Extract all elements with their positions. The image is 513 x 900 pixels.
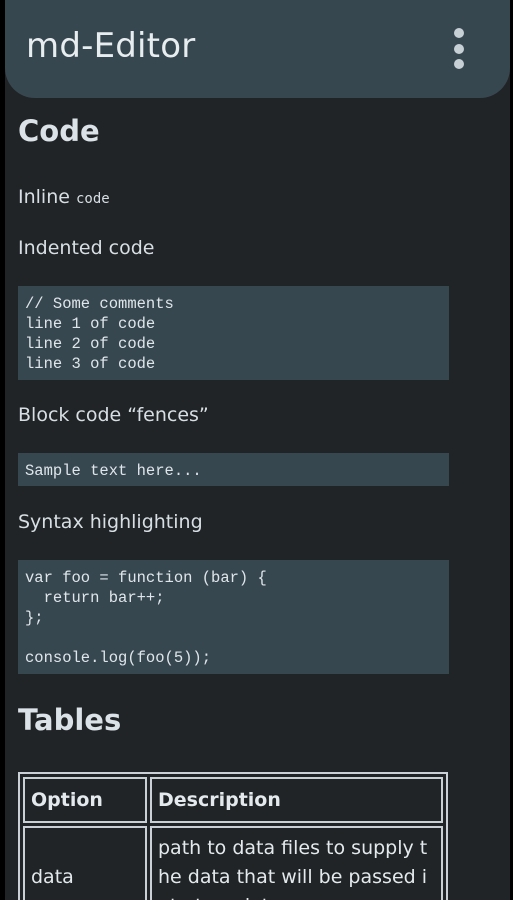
fences-label: Block code “fences” <box>18 404 209 426</box>
syntax-label: Syntax highlighting <box>18 511 203 533</box>
heading-code: Code <box>18 114 100 148</box>
table-cell-option: data <box>23 826 147 900</box>
table-header-description: Description <box>150 777 443 823</box>
table-header-option: Option <box>23 777 147 823</box>
table-row: data path to data files to supply the da… <box>23 826 443 900</box>
editor-screen: md-Editor Code Inline code Indented code… <box>5 0 510 900</box>
app-title: md-Editor <box>26 26 196 66</box>
fenced-code-block: Sample text here... <box>18 453 449 486</box>
app-bar: md-Editor <box>5 0 510 98</box>
options-table: Option Description data path to data fil… <box>18 772 448 900</box>
table-header-row: Option Description <box>23 777 443 823</box>
indented-code-label: Indented code <box>18 237 155 259</box>
more-vert-icon[interactable] <box>445 28 473 72</box>
inline-code-span: code <box>75 191 110 207</box>
heading-tables: Tables <box>18 703 122 737</box>
inline-label: Inline <box>18 186 70 208</box>
indented-code-block: // Some comments line 1 of code line 2 o… <box>18 286 449 380</box>
table-cell-description: path to data files to supply the data th… <box>150 826 443 900</box>
inline-code-paragraph: Inline code <box>18 186 110 208</box>
syntax-code-block: var foo = function (bar) { return bar++;… <box>18 560 449 674</box>
